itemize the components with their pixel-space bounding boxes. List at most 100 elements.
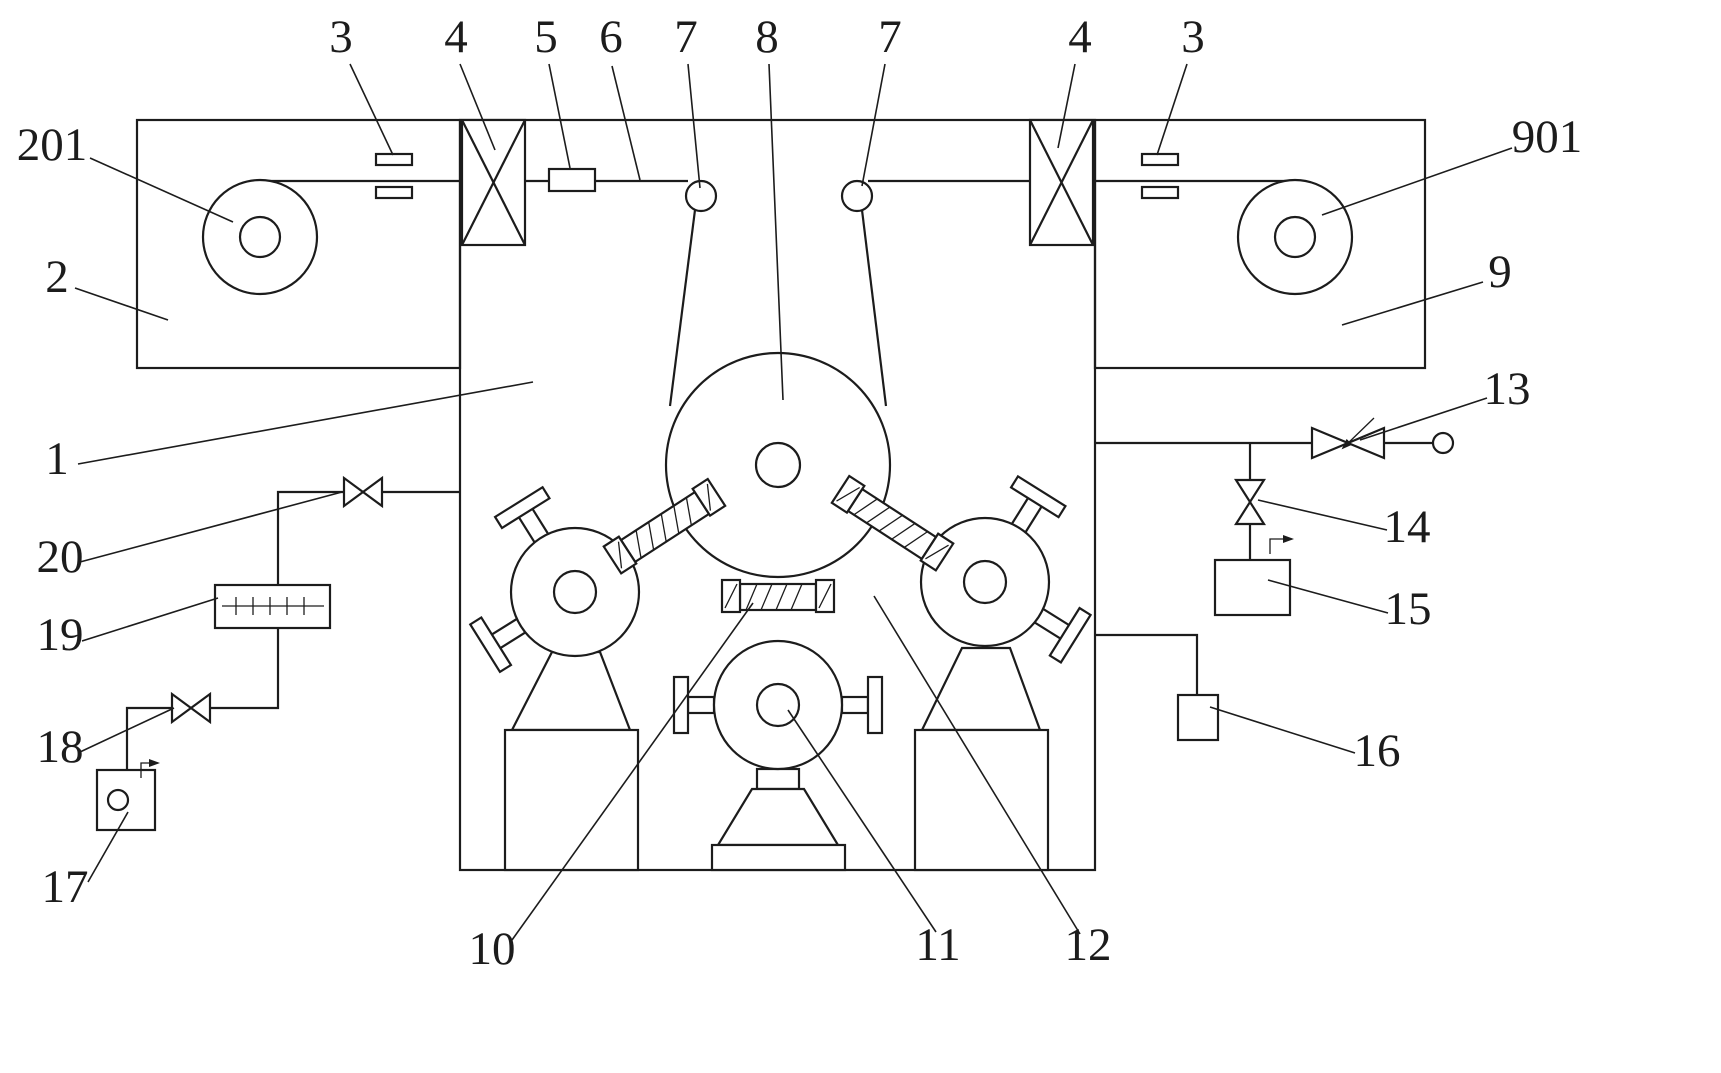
leader-8	[768, 63, 784, 401]
label-10: 10	[469, 923, 516, 975]
sensor-bars-right	[1140, 152, 1180, 200]
right-pipework	[1095, 417, 1455, 742]
left-pipework	[95, 475, 460, 832]
label-5: 5	[534, 11, 558, 63]
valve-13-triangle	[1345, 426, 1386, 460]
clamp-hatch	[635, 530, 642, 559]
leader-201	[89, 157, 234, 223]
web-v-left	[668, 209, 697, 407]
label-1: 1	[45, 433, 69, 485]
crossed-box-right-diag2	[1029, 119, 1094, 246]
clamp-hatch	[617, 541, 623, 569]
label-8: 8	[755, 11, 779, 63]
unwind-box	[135, 118, 462, 370]
clamp-hatch	[706, 483, 712, 511]
label-201: 201	[17, 119, 88, 171]
leader-3-left	[349, 63, 394, 156]
valve-18-triangle	[170, 691, 193, 725]
leader-6	[611, 65, 641, 181]
valve-20-triangle	[342, 475, 365, 509]
crossed-box-left-diag2	[461, 119, 526, 246]
flow-arrow	[1341, 417, 1375, 450]
arm-flange	[468, 616, 513, 674]
label-14: 14	[1384, 501, 1431, 553]
stand-left-trapezoid	[510, 650, 632, 732]
clamp-hatch	[760, 583, 773, 611]
leader-7-left	[687, 63, 701, 189]
arm-shaft	[840, 695, 870, 715]
labels: 3 4 5 6 7 8 7 4 3 201 2 1 20 19 18 17 90…	[17, 11, 1583, 975]
clamp-hatch	[673, 505, 680, 534]
label-3-right: 3	[1181, 11, 1205, 63]
left-roller-axle	[552, 569, 598, 615]
stand-bottom-trapezoid	[716, 787, 840, 847]
main-drum	[664, 351, 892, 579]
leader-11	[787, 709, 937, 933]
rewind-roll	[1236, 178, 1354, 296]
leader-17	[87, 811, 129, 883]
unwind-roll-core	[238, 215, 282, 259]
label-15: 15	[1385, 583, 1432, 635]
arm-flange	[1009, 474, 1067, 519]
stand-right	[913, 646, 1050, 872]
pump-17	[95, 759, 160, 832]
label-7-right: 7	[878, 11, 902, 63]
main-drum-axle	[754, 441, 802, 489]
leader-9	[1341, 281, 1484, 326]
leader-12	[873, 595, 1081, 935]
tank-15	[1213, 535, 1294, 617]
pipe-line	[1095, 633, 1199, 695]
label-6: 6	[599, 11, 623, 63]
clamp-bottom	[720, 578, 836, 614]
clamp-hatch	[685, 497, 693, 526]
leader-2	[74, 287, 169, 321]
satellite-roller-bottom	[672, 639, 884, 771]
label-7-left: 7	[674, 11, 698, 63]
valve-13-triangle	[1310, 426, 1351, 460]
outlet-arrow	[1269, 535, 1294, 554]
stand-bottom-base	[710, 843, 847, 872]
stand-right-trapezoid	[920, 646, 1042, 732]
label-13: 13	[1484, 363, 1531, 415]
stand-right-base	[913, 728, 1050, 872]
label-18: 18	[37, 721, 84, 773]
leader-1	[77, 381, 534, 465]
pipe-end-port	[1431, 431, 1455, 455]
label-4-left: 4	[444, 11, 468, 63]
leader-18	[79, 707, 175, 753]
leader-13	[1359, 397, 1488, 441]
label-901: 901	[1512, 111, 1583, 163]
leader-4-right	[1057, 63, 1076, 149]
satellite-roller-right	[919, 474, 1093, 664]
clamp-hatch	[790, 583, 803, 611]
guide-roller-right	[840, 179, 874, 213]
right-roller-arm-b	[1032, 606, 1093, 664]
clamp-hatch	[775, 583, 788, 611]
label-3-left: 3	[329, 11, 353, 63]
leader-4-left	[459, 63, 496, 151]
outlet-arrow	[140, 759, 160, 778]
arm-flange	[1048, 606, 1093, 664]
clamp-hatch	[648, 521, 655, 550]
leader-16	[1209, 706, 1356, 754]
left-roller-arm-a	[493, 485, 551, 546]
pump-port	[106, 788, 130, 812]
clamp-hatch	[878, 514, 903, 532]
leader-3-right	[1156, 63, 1188, 156]
rewind-roll-core	[1273, 215, 1317, 259]
label-2: 2	[45, 251, 69, 303]
leader-lines	[74, 63, 1513, 941]
stand-left	[503, 650, 640, 872]
clamp-right	[830, 474, 955, 572]
label-4-right: 4	[1068, 11, 1092, 63]
leader-20	[79, 491, 343, 563]
valve-14-triangle	[1233, 499, 1267, 526]
clamp-hatch	[891, 522, 916, 540]
unwind-roll	[201, 178, 319, 296]
inline-device-5	[547, 167, 597, 193]
leader-14	[1257, 499, 1388, 531]
sensor-bars-left	[374, 152, 414, 200]
arm-shaft	[686, 695, 716, 715]
rewind-box	[1093, 118, 1427, 370]
pipe-line	[276, 490, 460, 585]
